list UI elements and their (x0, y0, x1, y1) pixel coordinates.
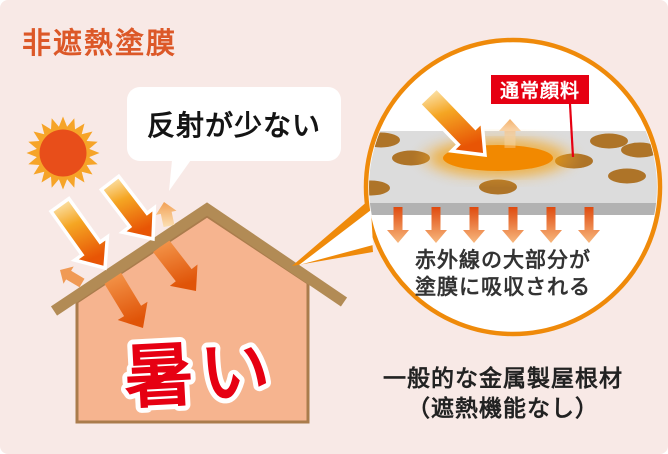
coating-cross-section (369, 85, 657, 243)
pigment-label: 通常顔料 (491, 75, 589, 104)
roof (50, 202, 348, 316)
heat-arrow-icon (103, 239, 198, 328)
speech-bubble-text: 反射が少ない (146, 110, 321, 141)
house-illustration: 暑い (50, 202, 348, 424)
diagram-title: 非遮熱塗膜 (22, 28, 178, 60)
callout-circle (292, 37, 663, 337)
infrared-arrow-icon (416, 85, 487, 158)
speech-bubble: 反射が少ない (127, 87, 341, 161)
callout-tail (299, 210, 373, 265)
hot-label: 暑い (122, 331, 278, 417)
footer-caption-line1: 一般的な金属製屋根材 (383, 365, 623, 391)
callout-caption: 赤外線の大部分が 塗膜に吸収される (383, 247, 623, 301)
footer-caption: 一般的な金属製屋根材 （遮熱機能なし） (345, 363, 661, 423)
reflection-arrow-icon (499, 119, 521, 148)
reflection-arrow-icon (60, 202, 177, 288)
callout-caption-line2: 塗膜に吸収される (415, 276, 591, 299)
callout-caption-line1: 赤外線の大部分が (415, 249, 591, 272)
sun-core (39, 129, 87, 177)
sunbeam-arrow-icon (48, 173, 157, 271)
sun-icon (26, 116, 100, 190)
pigment-pointer-line (568, 103, 575, 158)
footer-caption-line2: （遮熱機能なし） (407, 395, 599, 421)
heat-absorption-spot (418, 134, 578, 182)
